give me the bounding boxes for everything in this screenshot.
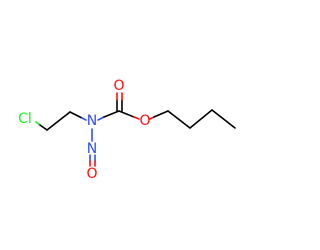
bond-o-c4-b: [153, 110, 169, 118]
bond-c3-o-ester-b: [133, 116, 140, 120]
bond-n-c3-b: [103, 110, 120, 118]
atom-nitroso-nitrogen: N: [87, 141, 97, 157]
structure-canvas: Cl N N O O O: [18, 78, 236, 182]
bond-c4-c5: [167, 110, 191, 129]
bond-cl-c1-b: [39, 124, 48, 131]
bond-c2-n-b: [81, 117, 87, 121]
atom-nitroso-oxygen: O: [86, 166, 97, 182]
atom-chlorine: Cl: [18, 111, 32, 127]
atom-carbonyl-oxygen: O: [113, 78, 124, 94]
bond-c2-n-a: [69, 111, 83, 119]
atom-labels: Cl N N O O O: [18, 78, 150, 182]
bond-cl-c1-a: [35, 121, 41, 126]
bond-c3-o-ester-a: [118, 110, 135, 118]
bond-c1-c2: [46, 111, 71, 131]
atom-amine-nitrogen: N: [87, 113, 97, 129]
atom-ester-oxygen: O: [139, 113, 150, 129]
bond-c5-c6: [189, 109, 213, 129]
bond-n-c3-a: [97, 116, 105, 121]
bond-c6-c7: [211, 109, 236, 129]
bonds: [35, 92, 236, 167]
